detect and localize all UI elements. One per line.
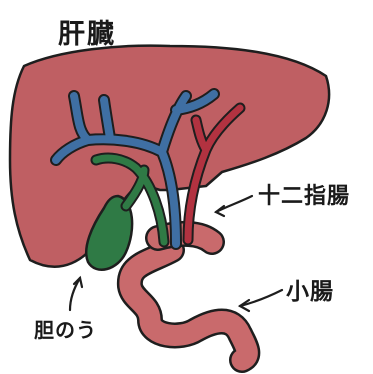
arrow-icon [240, 290, 282, 311]
duodenum-label: 十二指腸 [258, 178, 350, 210]
small-intestine [130, 250, 247, 360]
gallbladder-label: 胆のう [34, 314, 97, 343]
arrow-icon [70, 278, 82, 310]
small-intestine-label: 小腸 [286, 272, 334, 306]
arrow-icon [216, 196, 252, 216]
liver-label: 肝臓 [58, 12, 116, 51]
